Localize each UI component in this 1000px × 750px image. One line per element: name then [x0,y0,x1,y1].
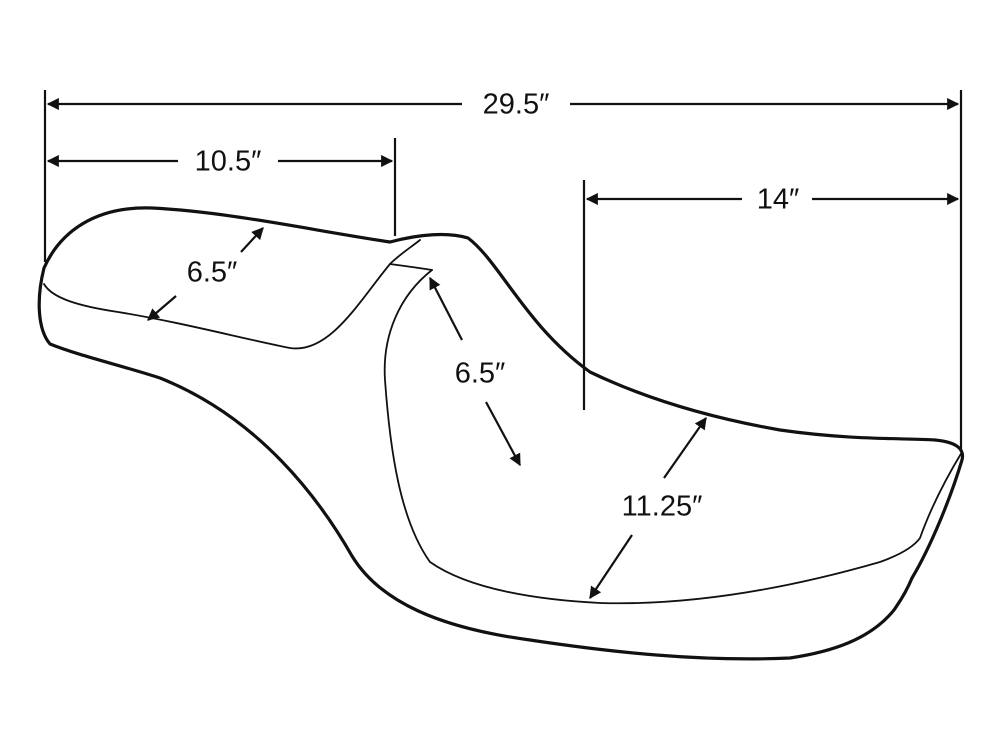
seat-outline [37,206,965,661]
dimension-passenger-width: 11.25″ [589,417,707,600]
arrow-driver-width-up [240,227,264,253]
label-passenger-width: 11.25″ [622,491,703,523]
label-driver-width: 6.5″ [187,257,238,289]
dimension-driver-width: 6.5″ [147,227,264,321]
dimension-driver-length: 10.5″ [46,146,394,178]
dimension-backrest-height: 6.5″ [429,276,521,467]
arrow-backrest-up [429,276,463,341]
seat-drawing [37,206,965,661]
label-backrest-height: 6.5″ [455,358,506,390]
extension-lines [43,90,963,452]
arrow-passenger-width-down [589,534,633,600]
arrow-driver-width-down [147,295,177,321]
passenger-seat-pad [383,269,963,605]
label-passenger-length: 14″ [757,184,800,216]
dimension-passenger-length: 14″ [585,184,960,216]
arrow-passenger-width-up [663,417,707,479]
backrest-seam [389,263,433,271]
label-driver-length: 10.5″ [195,146,262,178]
dimension-overall-length: 29.5″ [46,89,960,121]
arrow-backrest-down [485,401,521,467]
label-overall-length: 29.5″ [483,89,550,121]
